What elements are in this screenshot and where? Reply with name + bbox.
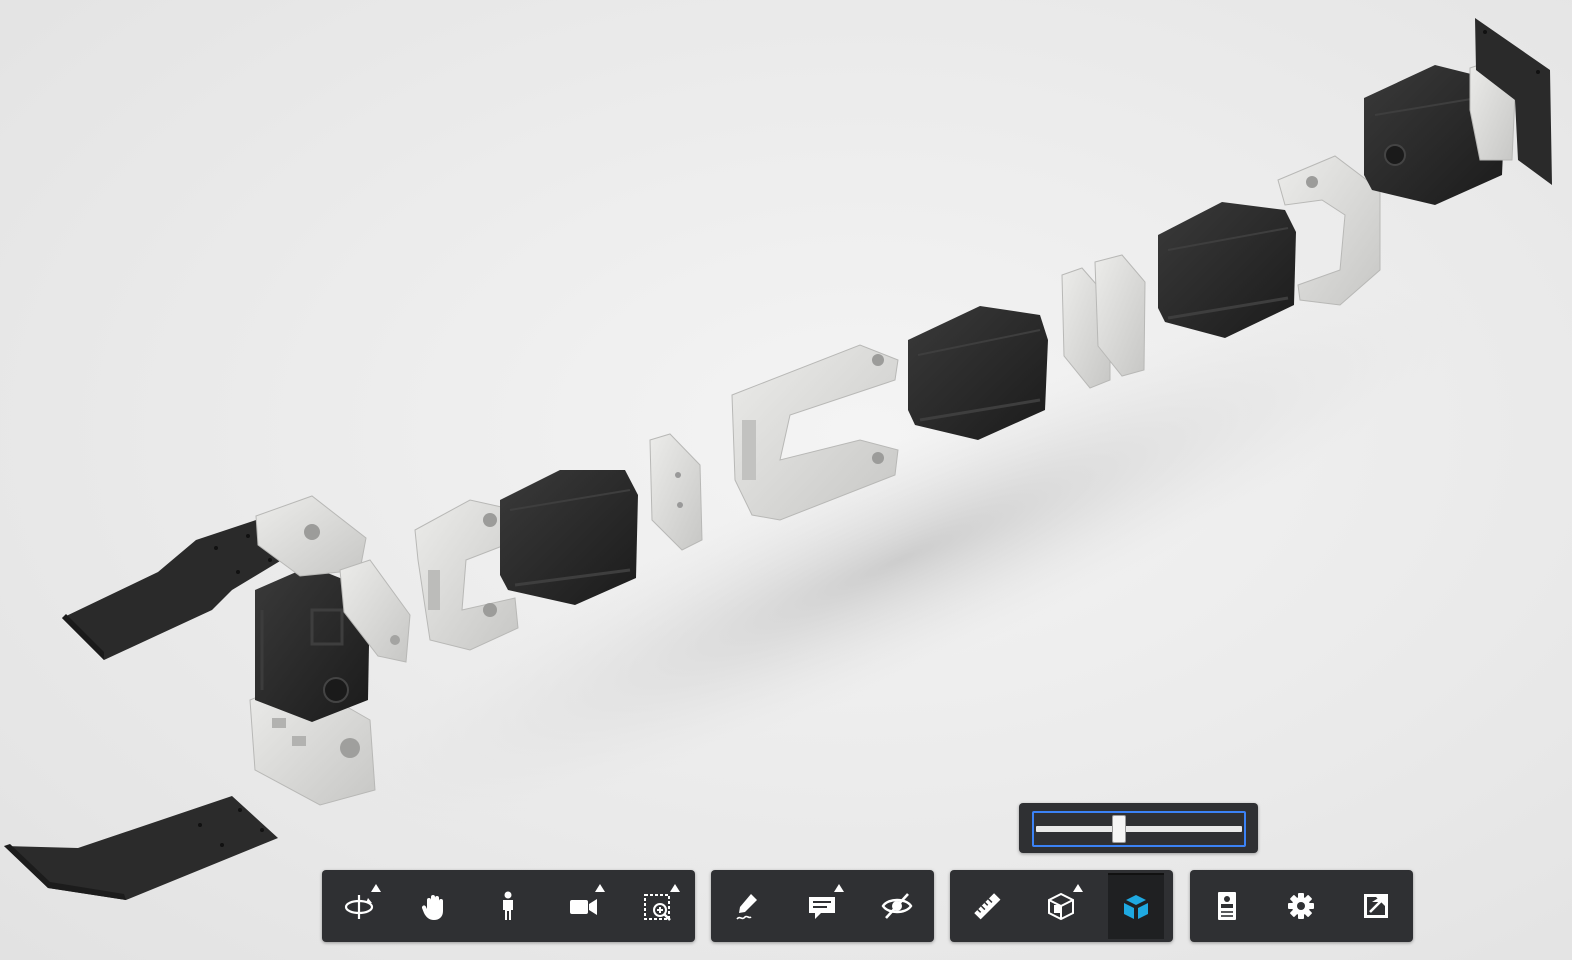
zoom-flyout-indicator[interactable]	[669, 884, 680, 892]
servo-2[interactable]	[500, 470, 638, 605]
settings-button[interactable]	[1273, 878, 1329, 934]
section-button[interactable]	[1033, 878, 1089, 934]
spacer-2[interactable]	[1061, 254, 1146, 389]
first-person-icon	[503, 891, 514, 920]
orbit-flyout-indicator[interactable]	[371, 884, 382, 892]
toolbar-group-review	[711, 870, 934, 942]
hide-button[interactable]	[869, 878, 925, 934]
pan-hand-icon	[421, 895, 443, 920]
camera-button[interactable]	[555, 878, 611, 934]
zoom-window-icon	[643, 894, 671, 921]
first-person-button[interactable]	[480, 878, 536, 934]
camera-flyout-indicator[interactable]	[595, 884, 606, 892]
measure-ruler-icon	[974, 893, 1001, 920]
explode-slider[interactable]	[1032, 811, 1246, 847]
base-plate-bottom[interactable]	[4, 796, 278, 900]
comment-button[interactable]	[794, 878, 850, 934]
servo-3[interactable]	[908, 306, 1048, 440]
pan-button[interactable]	[406, 878, 462, 934]
toolbar-group-analysis	[950, 870, 1173, 942]
u-bracket-1[interactable]	[414, 499, 519, 651]
base-bracket[interactable]	[249, 679, 376, 806]
toolbar-group-navigation	[322, 870, 695, 942]
model-browser-icon	[1218, 892, 1237, 920]
markup-pencil-icon	[736, 894, 758, 920]
mount-plate-left[interactable]	[62, 520, 290, 660]
explode-model-button[interactable]	[1107, 873, 1164, 939]
j-bracket[interactable]	[1277, 155, 1381, 306]
explode-slider-track[interactable]	[1036, 826, 1242, 832]
ground-shadow	[331, 288, 1469, 832]
model-browser-button[interactable]	[1199, 878, 1255, 934]
comment-flyout-indicator[interactable]	[834, 884, 845, 892]
markup-button[interactable]	[720, 878, 776, 934]
end-plate[interactable]	[1475, 18, 1552, 185]
fullscreen-button[interactable]	[1348, 878, 1404, 934]
orbit-icon	[345, 895, 374, 919]
section-flyout-indicator[interactable]	[1073, 884, 1084, 892]
explode-slider-panel	[1019, 803, 1258, 853]
c-bracket-large[interactable]	[731, 344, 899, 521]
zoom-window-button[interactable]	[630, 878, 686, 934]
explode-slider-thumb[interactable]	[1112, 815, 1126, 843]
section-box-icon	[1048, 892, 1075, 921]
servo-1[interactable]	[255, 566, 370, 722]
comment-icon	[809, 897, 836, 919]
servo-4[interactable]	[1158, 202, 1296, 338]
fullscreen-icon	[1363, 894, 1388, 918]
measure-button[interactable]	[959, 878, 1015, 934]
hide-eye-icon	[881, 893, 913, 919]
toolbar-group-settings	[1190, 870, 1413, 942]
orbit-button[interactable]	[331, 878, 387, 934]
explode-model-icon	[1123, 895, 1148, 919]
spacer-1[interactable]	[649, 433, 703, 551]
settings-gear-icon	[1288, 893, 1315, 919]
camera-icon	[570, 899, 598, 915]
connector-1[interactable]	[339, 559, 411, 663]
